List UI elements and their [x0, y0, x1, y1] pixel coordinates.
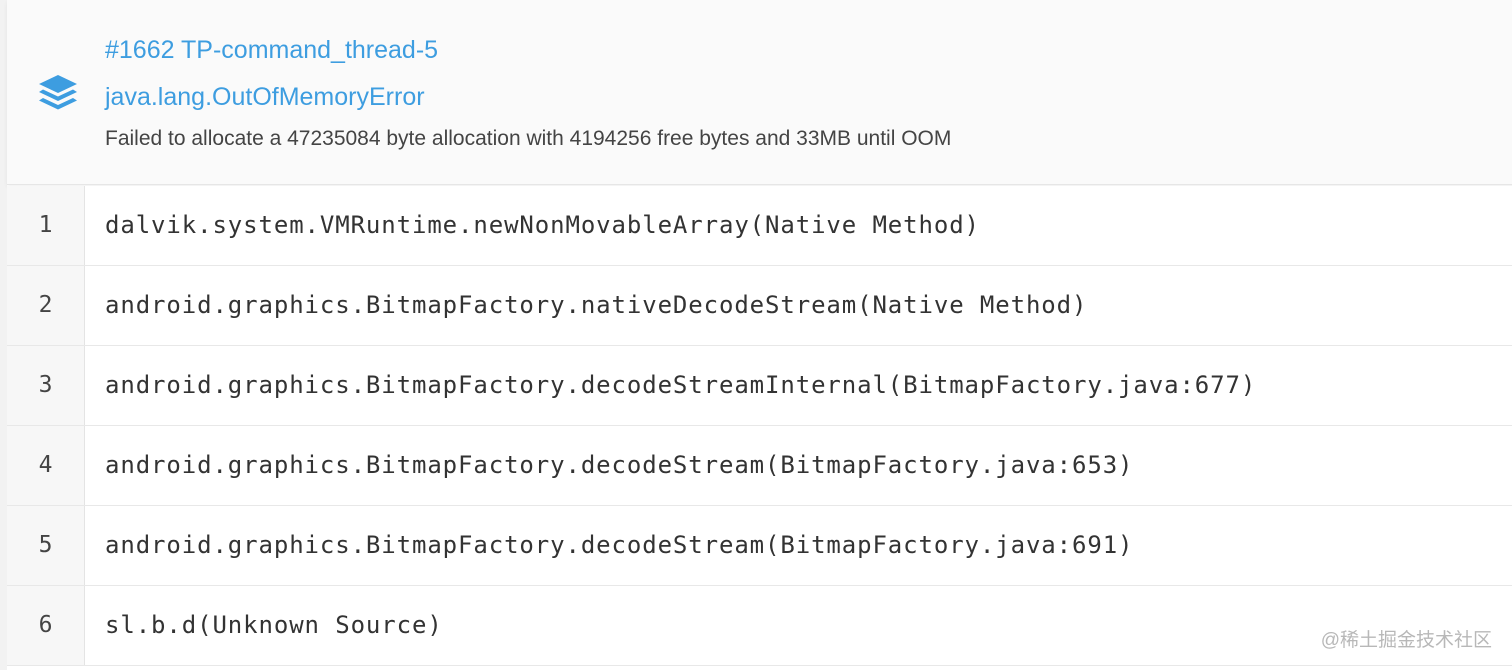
stack-frame-row: 2 android.graphics.BitmapFactory.nativeD…	[7, 266, 1512, 346]
error-type-link[interactable]: java.lang.OutOfMemoryError	[105, 83, 425, 111]
frame-number: 4	[7, 426, 85, 505]
frame-number: 1	[7, 186, 85, 265]
watermark: @稀土掘金技术社区	[1320, 630, 1492, 651]
stack-trace-header: #1662 TP-command_thread-5 java.lang.OutO…	[7, 0, 1512, 185]
error-message: Failed to allocate a 47235084 byte alloc…	[105, 127, 952, 150]
thread-title-link[interactable]: #1662 TP-command_thread-5	[105, 36, 439, 64]
stack-frame-row: 1 dalvik.system.VMRuntime.newNonMovableA…	[7, 186, 1512, 266]
frame-text: android.graphics.BitmapFactory.decodeStr…	[105, 371, 1257, 399]
stack-frame-row: 4 android.graphics.BitmapFactory.decodeS…	[7, 426, 1512, 506]
stack-frame-row: 6 sl.b.d(Unknown Source)	[7, 586, 1512, 666]
stack-frame-list: 1 dalvik.system.VMRuntime.newNonMovableA…	[7, 186, 1512, 666]
frame-number: 2	[7, 266, 85, 345]
frame-text: android.graphics.BitmapFactory.decodeStr…	[105, 531, 1134, 559]
frame-text: sl.b.d(Unknown Source)	[105, 611, 443, 639]
frame-number: 3	[7, 346, 85, 425]
stack-frame-row: 3 android.graphics.BitmapFactory.decodeS…	[7, 346, 1512, 426]
stack-trace-card: #1662 TP-command_thread-5 java.lang.OutO…	[7, 0, 1512, 670]
layers-icon	[37, 74, 79, 112]
frame-text: dalvik.system.VMRuntime.newNonMovableArr…	[105, 211, 980, 239]
frame-text: android.graphics.BitmapFactory.nativeDec…	[105, 291, 1088, 319]
frame-number: 6	[7, 586, 85, 665]
frame-text: android.graphics.BitmapFactory.decodeStr…	[105, 451, 1134, 479]
stack-frame-row: 5 android.graphics.BitmapFactory.decodeS…	[7, 506, 1512, 586]
frame-number: 5	[7, 506, 85, 585]
